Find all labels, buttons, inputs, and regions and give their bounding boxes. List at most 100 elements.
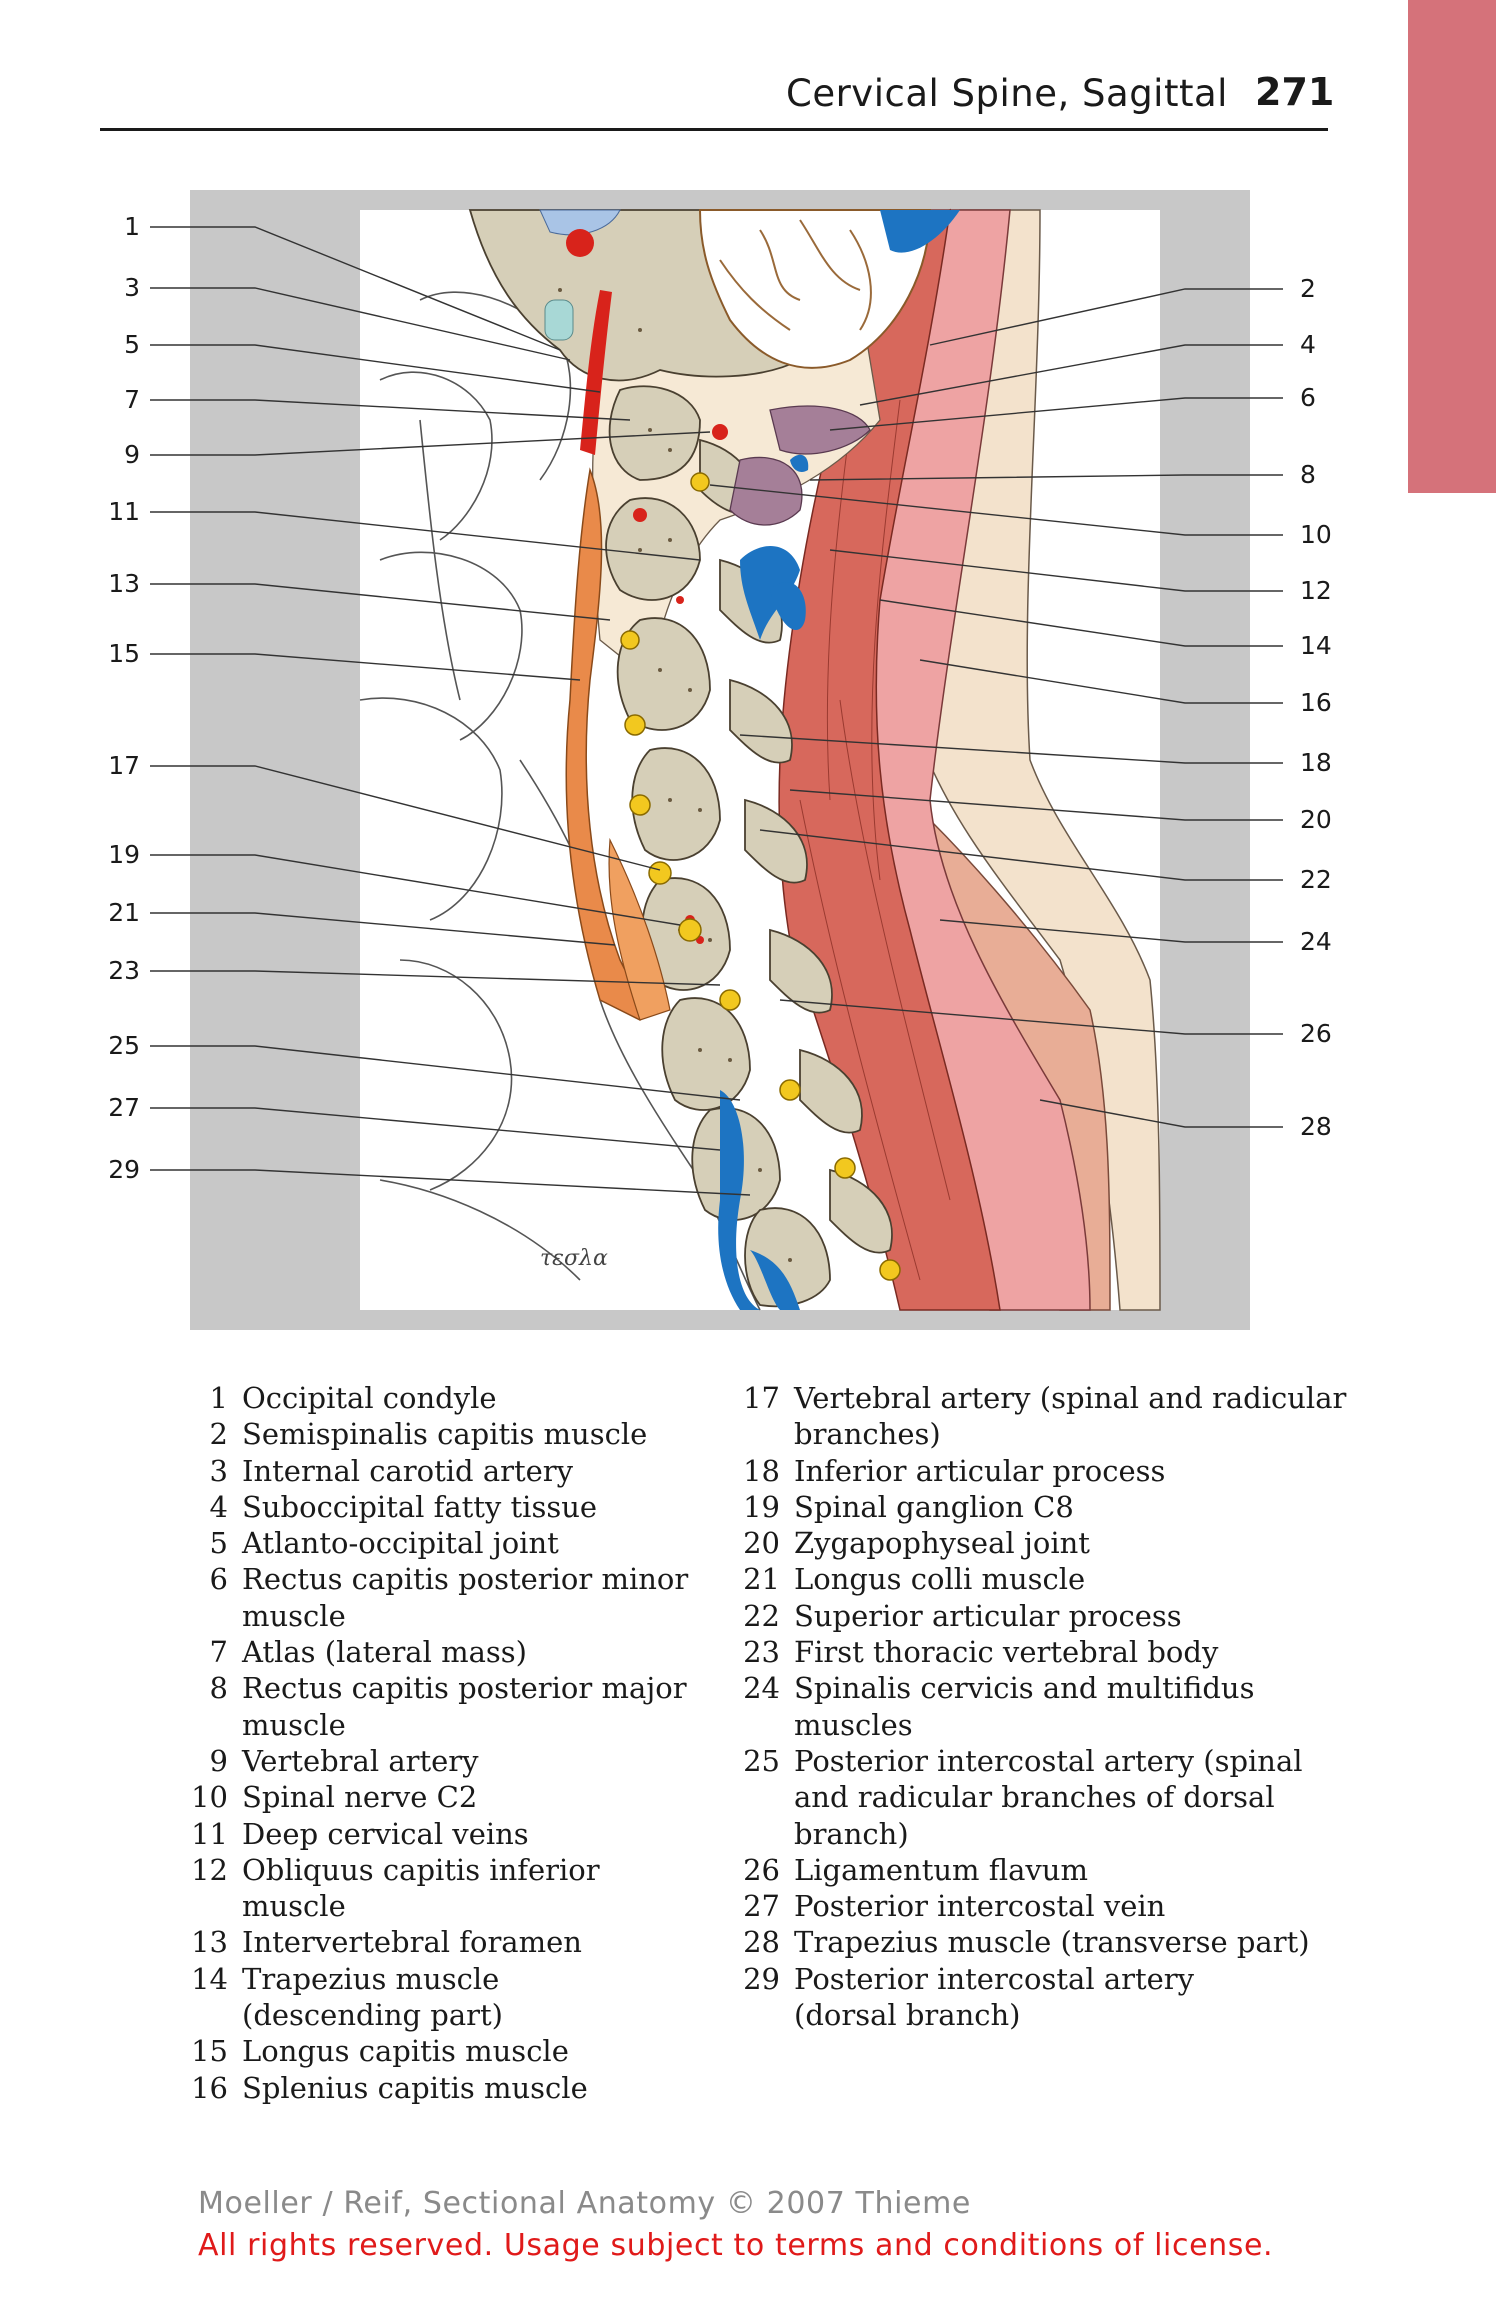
legend-text: Splenius capitis muscle	[242, 2070, 710, 2106]
legend-number: 28	[743, 1925, 780, 1960]
figure-label: 9	[124, 440, 140, 469]
legend-text: Spinal nerve C2	[242, 1779, 710, 1815]
legend-line: Longus colli muscle	[794, 1562, 1086, 1597]
figure-label: 1	[124, 212, 140, 241]
figure-label: 15	[108, 639, 140, 668]
figure-label: 23	[108, 956, 140, 985]
legend-item: 2 Semispinalis capitis muscle	[150, 1416, 710, 1452]
figure-label: 14	[1300, 631, 1332, 660]
rectus-capitis-posterior-minor	[769, 405, 871, 455]
legend-line: Semispinalis capitis muscle	[242, 1417, 648, 1452]
legend-number: 16	[191, 2070, 228, 2105]
legend-line: Ligamentum flavum	[794, 1852, 1088, 1887]
vertebral-artery-dots	[633, 424, 728, 944]
legend-text: First thoracic vertebral body	[794, 1634, 1362, 1670]
figure-label: 25	[108, 1031, 140, 1060]
legend-number: 8	[209, 1671, 228, 1706]
figure-label: 29	[108, 1155, 140, 1184]
carotid-top	[566, 229, 594, 257]
legend-number: 20	[743, 1526, 780, 1561]
legend-number: 22	[743, 1598, 780, 1633]
figure-label: 28	[1300, 1112, 1332, 1141]
figure-label: 3	[124, 273, 140, 302]
legend-number: 17	[743, 1381, 780, 1415]
superior-articular-process	[744, 798, 808, 884]
legend-number: 25	[743, 1743, 780, 1778]
legend-text: Longus colli muscle	[794, 1561, 1362, 1597]
legend-number: 27	[743, 1889, 780, 1924]
legend-number: 7	[209, 1635, 228, 1670]
legend-line: branches)	[794, 1417, 941, 1452]
inferior-articular-process	[729, 678, 793, 764]
legend-line: Splenius capitis muscle	[242, 2070, 588, 2105]
figure-label: 11	[108, 497, 140, 526]
cerebellum	[698, 209, 932, 369]
legend-number: 19	[743, 1489, 780, 1524]
legend-line: Rectus capitis posterior major	[242, 1671, 687, 1706]
legend-text: Spinal ganglion C8	[794, 1489, 1362, 1525]
legend-line: Zygapophyseal joint	[794, 1526, 1090, 1561]
legend-text: Trapezius muscle(descending part)	[242, 1961, 710, 2034]
figure-label: 7	[124, 385, 140, 414]
leader-lines-right	[709, 288, 1283, 1128]
legend-item: 10 Spinal nerve C2	[150, 1779, 710, 1815]
legend-number: 3	[209, 1453, 228, 1488]
legend-line: Trapezius muscle	[242, 1961, 500, 1996]
figure-label: 12	[1300, 576, 1332, 605]
legend-line: Inferior articular process	[794, 1453, 1166, 1488]
legend-line: (descending part)	[242, 1998, 503, 2033]
legend-item: 20 Zygapophyseal joint	[702, 1525, 1362, 1561]
legend-line: Rectus capitis posterior minor	[242, 1562, 689, 1597]
figure-label: 22	[1300, 865, 1332, 894]
occipital-sinus	[880, 210, 960, 253]
legend-text: Semispinalis capitis muscle	[242, 1416, 710, 1452]
figure-label: 5	[124, 330, 140, 359]
legend-line: and radicular branches of dorsal	[794, 1780, 1275, 1815]
legend-item: 7 Atlas (lateral mass)	[150, 1634, 710, 1670]
figure-label: 2	[1300, 274, 1316, 303]
legend-number: 14	[191, 1961, 228, 1996]
spinal-ganglia	[620, 472, 901, 1281]
legend-line: Internal carotid artery	[242, 1453, 574, 1488]
legend-text: Deep cervical veins	[242, 1816, 710, 1852]
figure-label: 18	[1300, 748, 1332, 777]
legend-text: Ligamentum flavum	[794, 1852, 1362, 1888]
legend-number: 24	[743, 1671, 780, 1706]
legend-number: 12	[191, 1852, 228, 1887]
legend-number: 15	[191, 2034, 228, 2069]
figure-label: 8	[1300, 460, 1316, 489]
legend-text: Superior articular process	[794, 1598, 1362, 1634]
legend-number: 23	[743, 1635, 780, 1670]
legend-item: 22 Superior articular process	[702, 1598, 1362, 1634]
legend-text: Atlas (lateral mass)	[242, 1634, 710, 1670]
figure-label: 4	[1300, 330, 1316, 359]
legend-item: 14 Trapezius muscle(descending part)	[150, 1961, 710, 2034]
legend-text: Atlanto-occipital joint	[242, 1525, 710, 1561]
legend-item: 26 Ligamentum flavum	[702, 1852, 1362, 1888]
copyright-notice: Moeller / Reif, Sectional Anatomy © 2007…	[198, 2186, 971, 2221]
legend-text: Obliquus capitis inferior muscle	[242, 1852, 710, 1925]
figure-label: 6	[1300, 383, 1316, 412]
legend-line: Obliquus capitis inferior muscle	[242, 1852, 600, 1924]
legend-line: Occipital condyle	[242, 1381, 497, 1415]
legend-number: 2	[209, 1417, 228, 1452]
legend-line: muscle	[242, 1707, 346, 1742]
figure-label: 21	[108, 898, 140, 927]
legend-text: Zygapophyseal joint	[794, 1525, 1362, 1561]
page-number: 271	[1255, 70, 1335, 114]
figure-label: 13	[108, 569, 140, 598]
legend-number: 10	[191, 1780, 228, 1815]
legend-number: 26	[743, 1852, 780, 1887]
legend-line: Atlanto-occipital joint	[242, 1526, 559, 1561]
legend-line: Intervertebral foramen	[242, 1925, 582, 1960]
